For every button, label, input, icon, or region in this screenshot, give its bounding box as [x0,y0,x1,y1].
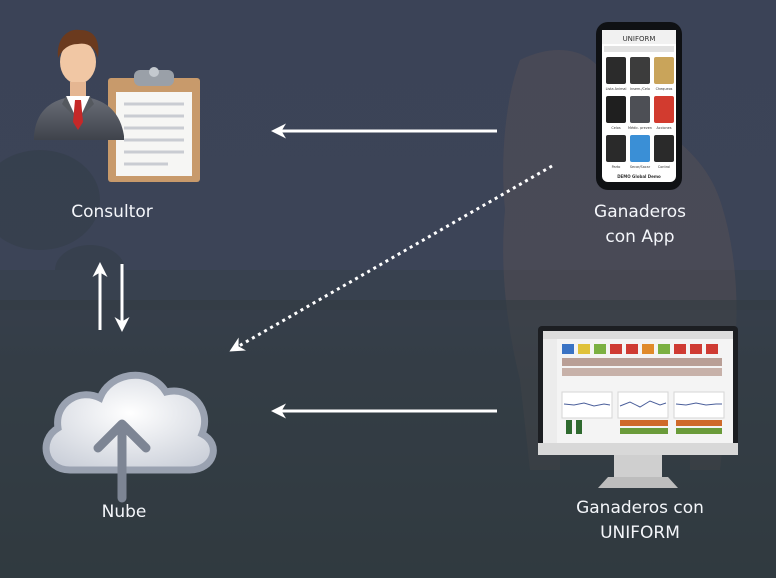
ganaderos-app-label-line2: con App [605,227,675,247]
phone-tile-label: Lista Animal [606,87,627,91]
phone-tile-label: Chequeos [656,87,673,91]
ganaderos-uniform-label: Ganaderos con UNIFORM [548,496,732,546]
phone-tile-icon [606,96,626,123]
phone-tile-label: Médic. preven [628,126,652,130]
arrow-app-to-nube-dotted [229,164,553,352]
phone-tile-icon [630,57,650,84]
phone-tile-icon [606,135,626,162]
ganaderos-app-label-line1: Ganaderos [594,202,686,222]
cloud-icon [42,371,217,503]
phone-tile-label: Parto [612,165,621,169]
consultor-icon [34,29,200,182]
phone-tile-label: Celos [611,126,620,130]
phone-tile-icon [654,57,674,84]
phone-tile-icon [630,135,650,162]
nube-label: Nube [101,502,147,522]
phone-tile-label: Insem./Celo [630,87,650,91]
phone-tile-label: Control [658,165,670,169]
phone-tile-icon [654,96,674,123]
monitor-kpi-tiles [562,344,722,376]
ganaderos-uniform-label-line1: Ganaderos con [576,498,704,518]
consultor-label: Consultor [71,202,153,222]
ganaderos-app-label: Ganaderos con App [558,200,722,250]
arrow-consultor-nube-bidirectional [92,262,130,332]
phone-tile-icon [654,135,674,162]
phone-tile-label: Secar/Sacar [630,165,651,169]
monitor-line-charts [561,391,725,434]
phone-tile-label: Acciones [656,126,671,130]
phone-tile-icon [606,57,626,84]
phone-tile-icon [630,96,650,123]
ganaderos-uniform-label-line2: UNIFORM [600,523,680,543]
phone-footer: DEMO Global Demo [617,174,661,179]
monitor-icon [538,326,738,488]
phone-app-title: UNIFORM [623,35,656,43]
